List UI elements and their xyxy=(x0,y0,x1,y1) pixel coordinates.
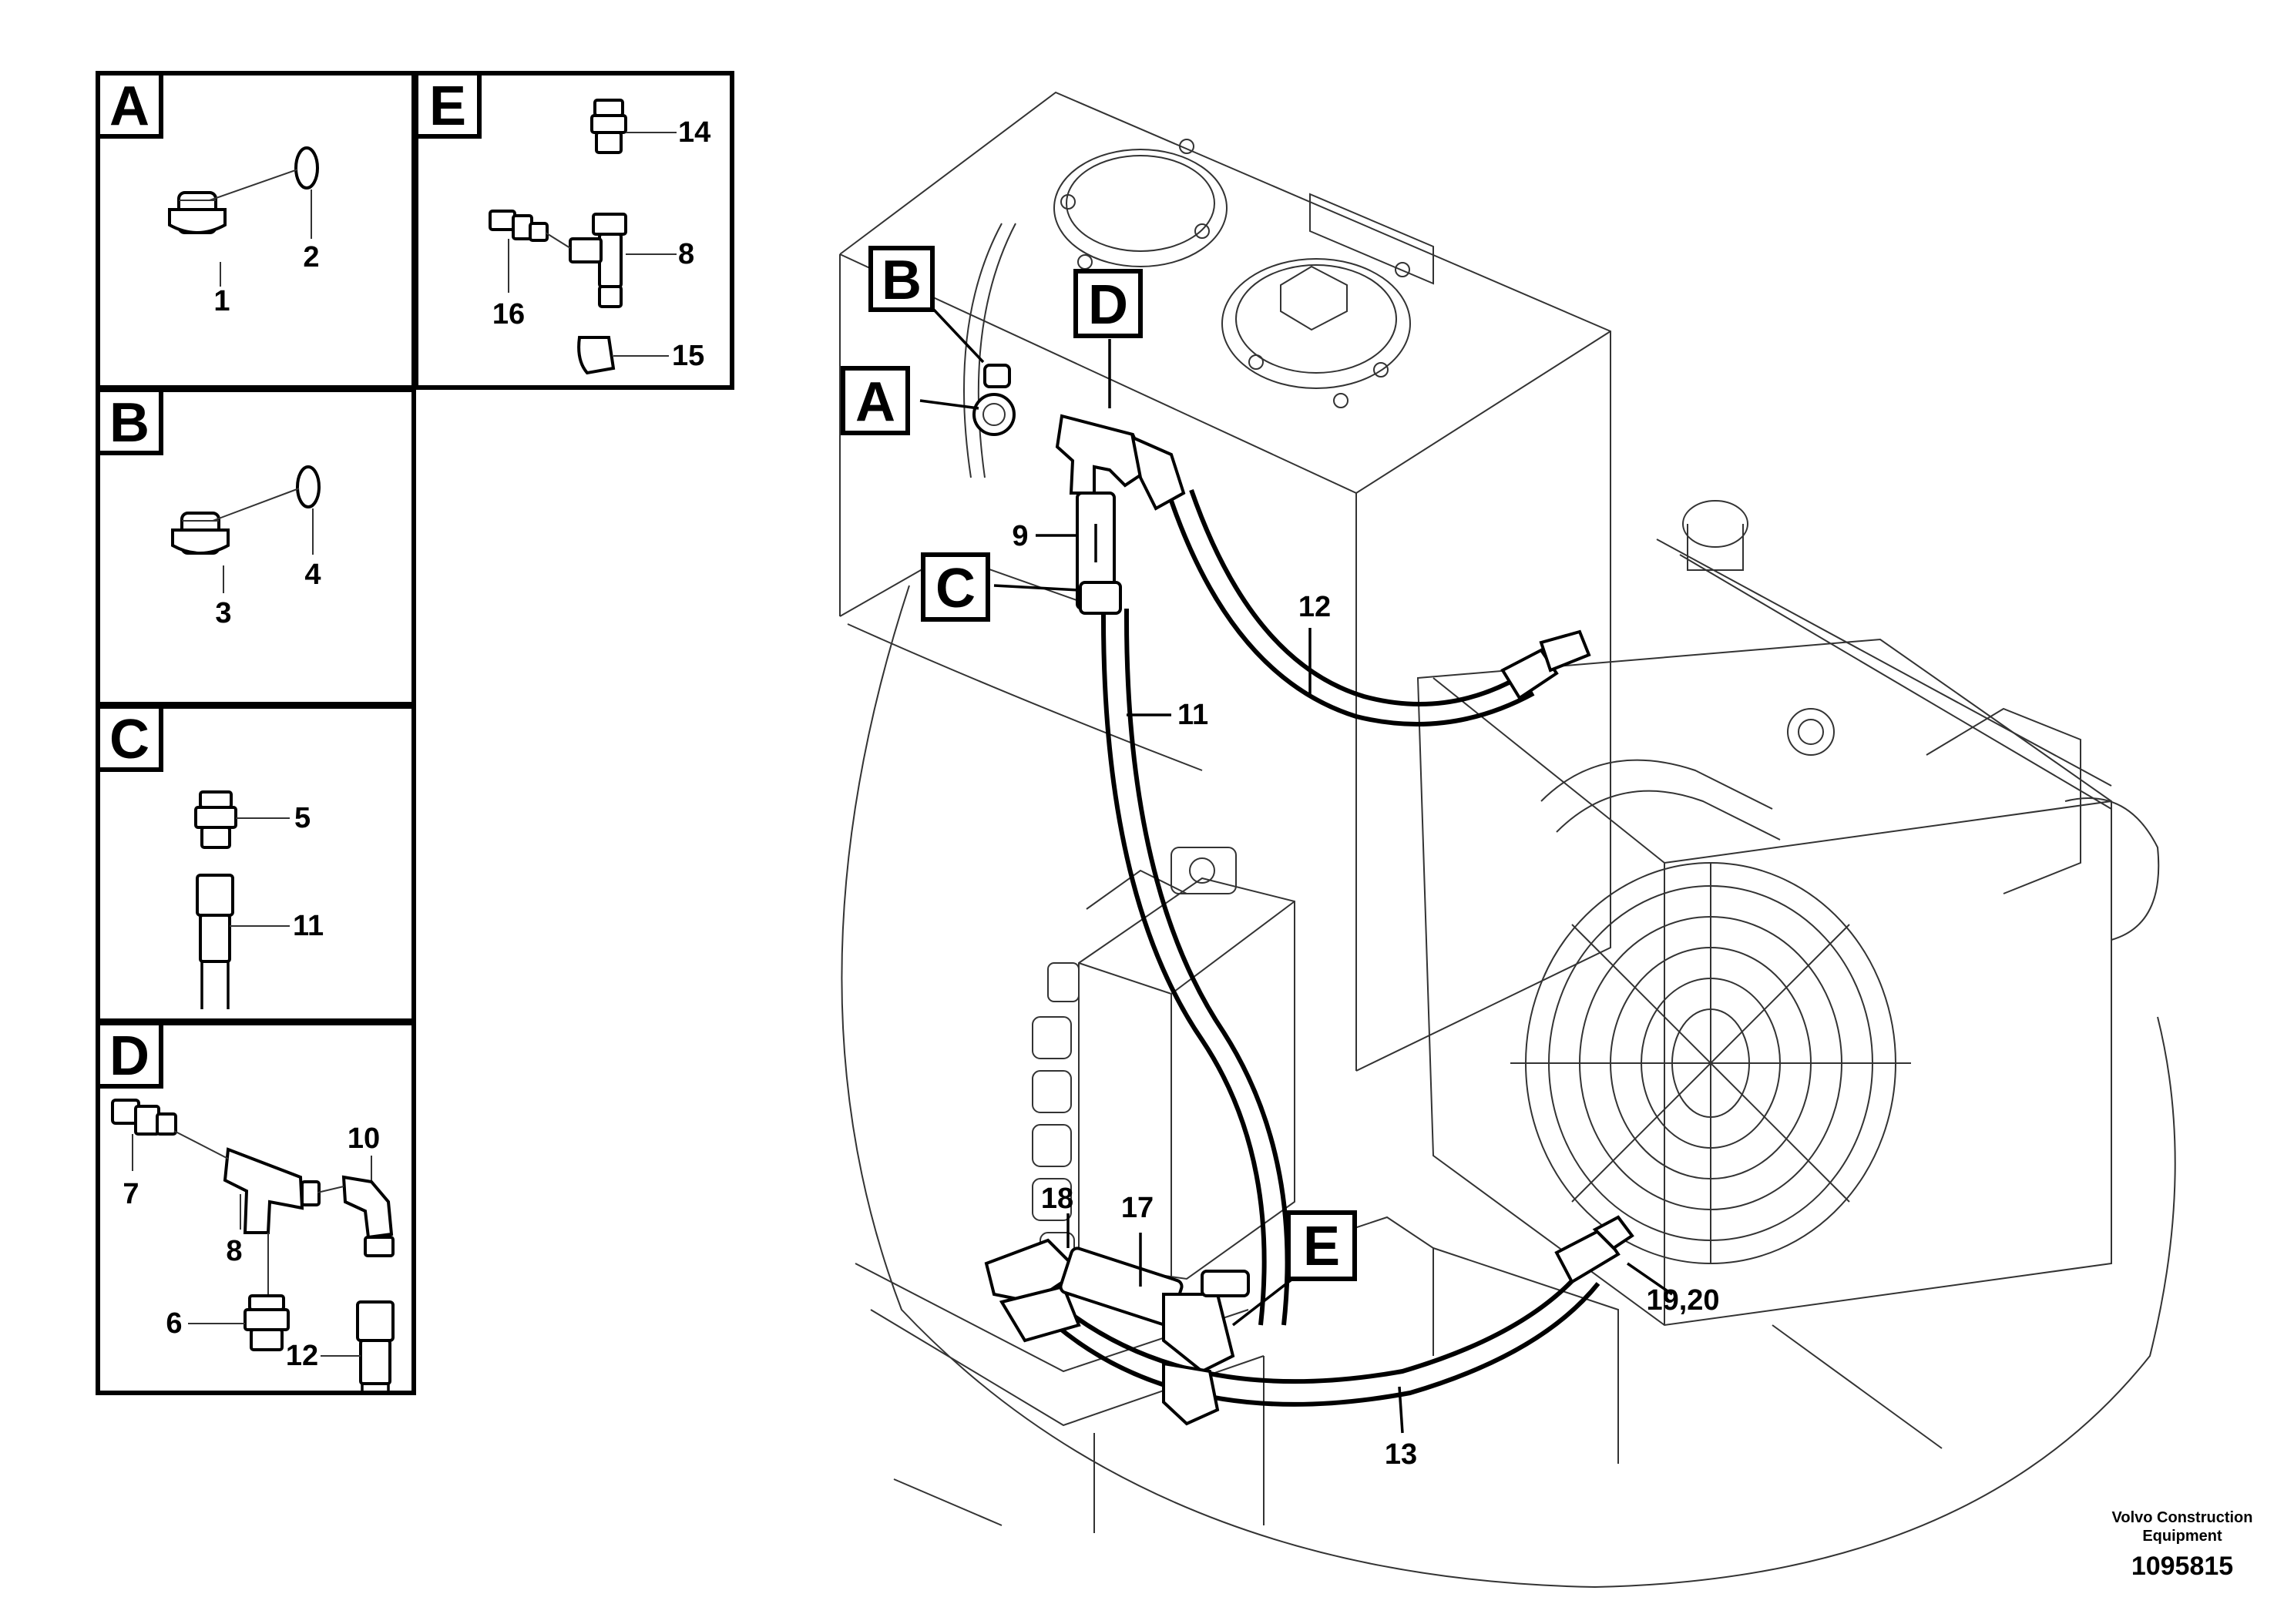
panel-a-tag: A xyxy=(109,75,149,137)
callout-a: A xyxy=(841,366,910,435)
main-number-12: 12 xyxy=(1298,591,1331,623)
credit-line-2: Equipment xyxy=(2142,1528,2222,1545)
callout-e-label: E xyxy=(1303,1216,1340,1277)
envelope-outline xyxy=(841,585,2176,1589)
callout-a-label: A xyxy=(855,371,895,433)
detail-panels: A 1 2 E xyxy=(96,71,734,1395)
seal-ring-icon xyxy=(294,146,319,190)
main-number-9: 9 xyxy=(1012,520,1028,552)
hose-13 xyxy=(1054,1262,1600,1407)
callout-d-label: D xyxy=(1088,274,1128,336)
main-number-13: 13 xyxy=(1385,1438,1417,1471)
panel-e-number-8: 8 xyxy=(678,238,694,270)
hose-11 xyxy=(1100,608,1290,1326)
callout-c-label: C xyxy=(935,558,976,619)
lower-valve-fittings xyxy=(984,1238,1250,1426)
credit-line-1: Volvo Construction xyxy=(2112,1509,2253,1526)
main-assembly-drawing: B D A C E 9 12 11 18 17 19,20 13 xyxy=(839,91,2176,1589)
hose-end-12-icon xyxy=(356,1300,395,1393)
main-number-17: 17 xyxy=(1121,1192,1154,1224)
document-id: 1095815 xyxy=(2131,1552,2233,1581)
main-number-11: 11 xyxy=(1177,699,1208,731)
panel-d-number-6: 6 xyxy=(166,1307,182,1340)
panel-d-number-10: 10 xyxy=(348,1122,380,1155)
fitting-7-icon xyxy=(111,1099,177,1136)
elbow-10-icon xyxy=(341,1175,395,1257)
tee-fitting-8-icon xyxy=(569,213,627,308)
nipple-6-icon xyxy=(244,1294,290,1351)
panel-a-number-1: 1 xyxy=(213,285,230,317)
plug-icon xyxy=(168,191,227,234)
panel-d-tag-box xyxy=(96,1021,163,1089)
panel-d-number-12: 12 xyxy=(286,1340,318,1372)
plug-icon xyxy=(171,512,230,555)
fitting-16-icon xyxy=(489,210,549,242)
hose-13-end-fitting xyxy=(1554,1215,1634,1284)
panel-a-tag-box xyxy=(96,71,163,139)
panel-c-number-5: 5 xyxy=(294,802,311,834)
panel-e-tag-box xyxy=(414,71,482,139)
elbow-15-icon xyxy=(577,336,616,375)
panel-e-number-14: 14 xyxy=(678,116,710,149)
panel-a-number-2: 2 xyxy=(303,241,319,273)
main-number-19-20: 19,20 xyxy=(1646,1284,1719,1317)
main-number-18: 18 xyxy=(1041,1183,1073,1215)
radiator-fan-assembly xyxy=(1416,500,2160,1327)
tee-fitting-top xyxy=(1055,414,1186,615)
plug-fitting-a-b xyxy=(972,364,1016,436)
panel-c-tag: C xyxy=(109,709,149,770)
seal-ring-icon xyxy=(296,465,321,508)
panel-b-number-3: 3 xyxy=(215,597,231,629)
hose-12 xyxy=(1169,489,1535,726)
panel-e-number-16: 16 xyxy=(492,298,525,331)
panel-b-tag-box xyxy=(96,388,163,455)
nipple-5-icon xyxy=(194,790,237,849)
callout-c: C xyxy=(921,552,990,622)
leader-lines xyxy=(919,307,1673,1434)
panel-c-number-11: 11 xyxy=(293,910,324,942)
panel-e-number-15: 15 xyxy=(672,340,704,372)
callout-d: D xyxy=(1073,269,1143,338)
callout-b: B xyxy=(868,246,935,312)
callout-b-label: B xyxy=(882,250,922,311)
credit-block: Volvo Construction Equipment 1095815 xyxy=(2112,1509,2253,1581)
hose-12-end-fitting xyxy=(1500,629,1591,700)
panel-b-tag: B xyxy=(109,392,149,454)
panel-b-number-4: 4 xyxy=(304,559,321,591)
hose-end-11-icon xyxy=(196,874,234,1009)
fitting-14-icon xyxy=(590,99,627,154)
callout-e: E xyxy=(1286,1210,1357,1281)
panel-c-tag-box xyxy=(96,704,163,772)
hydraulic-tank xyxy=(839,91,1611,1072)
panel-d-tag: D xyxy=(109,1025,149,1087)
panel-d-number-7: 7 xyxy=(123,1178,139,1210)
panel-e-tag: E xyxy=(429,75,466,137)
panel-d-number-8: 8 xyxy=(226,1235,242,1267)
